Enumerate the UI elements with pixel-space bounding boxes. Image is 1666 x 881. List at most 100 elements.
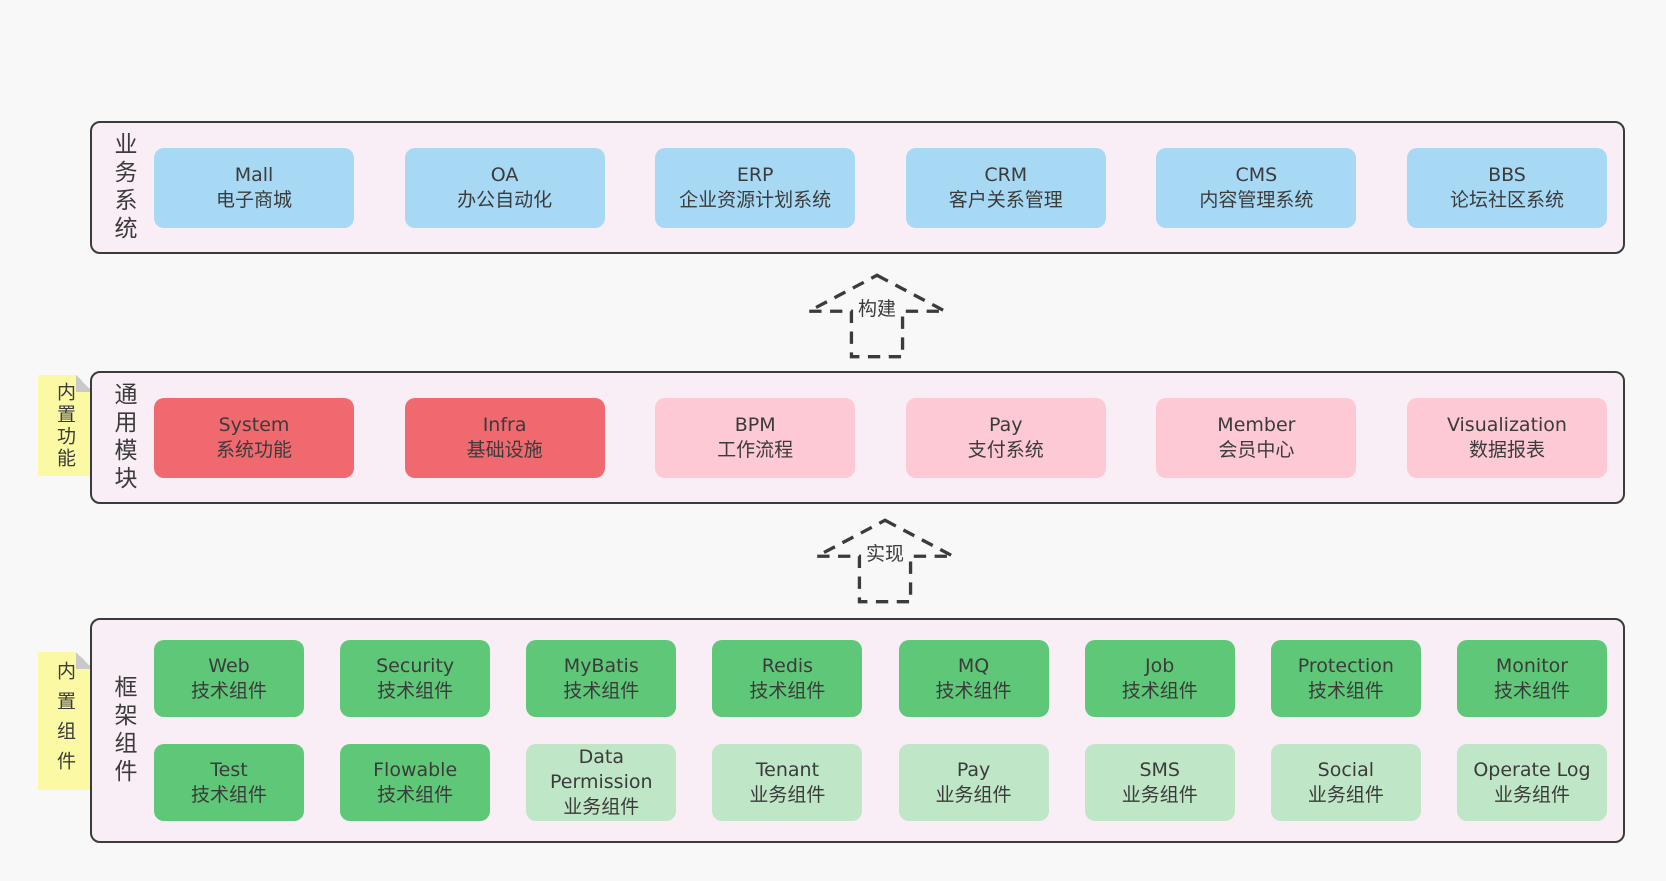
node-name: Operate Log xyxy=(1473,758,1591,781)
build-arrow-label: 构建 xyxy=(854,296,900,322)
business-node-row: Mall 电子商城 OA 办公自动化 ERP 企业资源计划系统 CRM 客户关系… xyxy=(154,147,1607,228)
node-desc: 业务组件 xyxy=(935,783,1012,806)
up-arrow-icon xyxy=(816,518,954,604)
node-operate-log: Operate Log 业务组件 xyxy=(1456,744,1607,821)
node-monitor: Monitor 技术组件 xyxy=(1456,640,1607,717)
node-desc: 技术组件 xyxy=(190,679,267,702)
sticky-note-builtin-components: 内置组件 xyxy=(38,652,93,790)
panel-business-systems: 业务系统 Mall 电子商城 OA 办公自动化 ERP 企业资源计划系统 CRM… xyxy=(90,121,1625,254)
panel-common-modules: 通用模块 System 系统功能 Infra 基础设施 BPM 工作流程 Pay… xyxy=(90,371,1625,504)
node-data-permission: Data Permission 业务组件 xyxy=(526,744,677,821)
node-bbs: BBS 论坛社区系统 xyxy=(1406,147,1607,228)
node-cms: CMS 内容管理系统 xyxy=(1156,147,1357,228)
common-modules-label: 通用模块 xyxy=(110,381,136,494)
node-name: Member xyxy=(1217,413,1296,436)
sticky-note-text: 内置组件 xyxy=(54,661,76,781)
node-security: Security 技术组件 xyxy=(340,640,491,717)
node-desc: 数据报表 xyxy=(1468,438,1545,461)
node-desc: 技术组件 xyxy=(1493,679,1570,702)
node-name: MyBatis xyxy=(563,654,639,677)
node-redis: Redis 技术组件 xyxy=(712,640,863,717)
node-erp: ERP 企业资源计划系统 xyxy=(655,147,856,228)
node-infra: Infra 基础设施 xyxy=(404,397,605,478)
node-desc: 电子商城 xyxy=(215,188,292,211)
node-pay-business: Pay 业务组件 xyxy=(898,744,1049,821)
node-tenant: Tenant 业务组件 xyxy=(712,744,863,821)
node-desc: 技术组件 xyxy=(935,679,1012,702)
node-name: CRM xyxy=(984,163,1028,186)
business-systems-content: Mall 电子商城 OA 办公自动化 ERP 企业资源计划系统 CRM 客户关系… xyxy=(154,123,1623,252)
node-desc: 业务组件 xyxy=(1121,783,1198,806)
node-name: Visualization xyxy=(1446,413,1567,436)
node-desc: 业务组件 xyxy=(749,783,826,806)
node-name: Mall xyxy=(234,163,274,186)
build-arrow: 构建 xyxy=(806,271,948,361)
node-name: Tenant xyxy=(755,758,820,781)
sticky-note-builtin-features: 内置功能 xyxy=(38,375,93,476)
node-name: Security xyxy=(376,654,455,677)
node-name: Social xyxy=(1317,758,1375,781)
node-system: System 系统功能 xyxy=(154,397,354,478)
node-desc: 业务组件 xyxy=(1307,783,1384,806)
node-name: Data Permission xyxy=(550,746,653,793)
node-name: ERP xyxy=(736,163,774,186)
node-desc: 工作流程 xyxy=(717,438,794,461)
node-desc: 会员中心 xyxy=(1218,438,1295,461)
node-mall: Mall 电子商城 xyxy=(154,147,354,228)
node-desc: 办公自动化 xyxy=(457,188,553,211)
node-crm: CRM 客户关系管理 xyxy=(905,147,1106,228)
node-desc: 技术组件 xyxy=(1307,679,1384,702)
node-name: Flowable xyxy=(373,758,458,781)
node-name: BBS xyxy=(1488,163,1526,186)
node-name: MQ xyxy=(957,654,990,677)
node-name: CMS xyxy=(1235,163,1278,186)
panel-framework-components: 框架组件 Web 技术组件 Security 技术组件 MyBatis 技术组件… xyxy=(90,618,1625,843)
node-desc: 系统功能 xyxy=(215,438,292,461)
node-name: Monitor xyxy=(1495,654,1569,677)
implement-arrow-label: 实现 xyxy=(862,541,908,567)
node-desc: 基础设施 xyxy=(466,438,543,461)
node-desc: 技术组件 xyxy=(377,783,454,806)
node-oa: OA 办公自动化 xyxy=(404,147,605,228)
folded-corner-icon xyxy=(76,375,93,392)
node-name: Pay xyxy=(989,413,1023,436)
framework-components-content: Web 技术组件 Security 技术组件 MyBatis 技术组件 Redi… xyxy=(154,620,1623,841)
node-web: Web 技术组件 xyxy=(154,640,304,717)
node-member: Member 会员中心 xyxy=(1156,397,1357,478)
node-visualization: Visualization 数据报表 xyxy=(1406,397,1607,478)
node-desc: 技术组件 xyxy=(377,679,454,702)
node-desc: 业务组件 xyxy=(563,796,640,818)
node-test: Test 技术组件 xyxy=(154,744,304,821)
node-name: Test xyxy=(210,758,248,781)
node-sms: SMS 业务组件 xyxy=(1084,744,1235,821)
folded-corner-icon xyxy=(76,652,93,669)
business-systems-label: 业务系统 xyxy=(110,131,136,244)
node-desc: 企业资源计划系统 xyxy=(679,188,832,211)
node-desc: 内容管理系统 xyxy=(1199,188,1314,211)
node-name: BPM xyxy=(734,413,776,436)
node-mybatis: MyBatis 技术组件 xyxy=(526,640,677,717)
sticky-note-text: 内置功能 xyxy=(54,381,76,470)
node-mq: MQ 技术组件 xyxy=(898,640,1049,717)
node-name: SMS xyxy=(1139,758,1180,781)
framework-components-label: 框架组件 xyxy=(110,674,136,787)
node-name: Infra xyxy=(482,413,527,436)
node-desc: 技术组件 xyxy=(190,783,267,806)
framework-node-row-2: Test 技术组件 Flowable 技术组件 Data Permission … xyxy=(154,744,1607,821)
implement-arrow: 实现 xyxy=(814,516,956,606)
node-name: OA xyxy=(490,163,519,186)
node-pay-module: Pay 支付系统 xyxy=(905,397,1106,478)
node-desc: 业务组件 xyxy=(1493,783,1570,806)
node-bpm: BPM 工作流程 xyxy=(655,397,856,478)
node-desc: 客户关系管理 xyxy=(948,188,1063,211)
node-job: Job 技术组件 xyxy=(1084,640,1235,717)
up-arrow-icon xyxy=(808,273,946,359)
node-desc: 技术组件 xyxy=(563,679,640,702)
node-flowable: Flowable 技术组件 xyxy=(340,744,491,821)
node-name: Protection xyxy=(1297,654,1394,677)
node-name: System xyxy=(218,413,290,436)
node-desc: 论坛社区系统 xyxy=(1449,188,1564,211)
node-name: Pay xyxy=(956,758,991,781)
node-social: Social 业务组件 xyxy=(1270,744,1421,821)
